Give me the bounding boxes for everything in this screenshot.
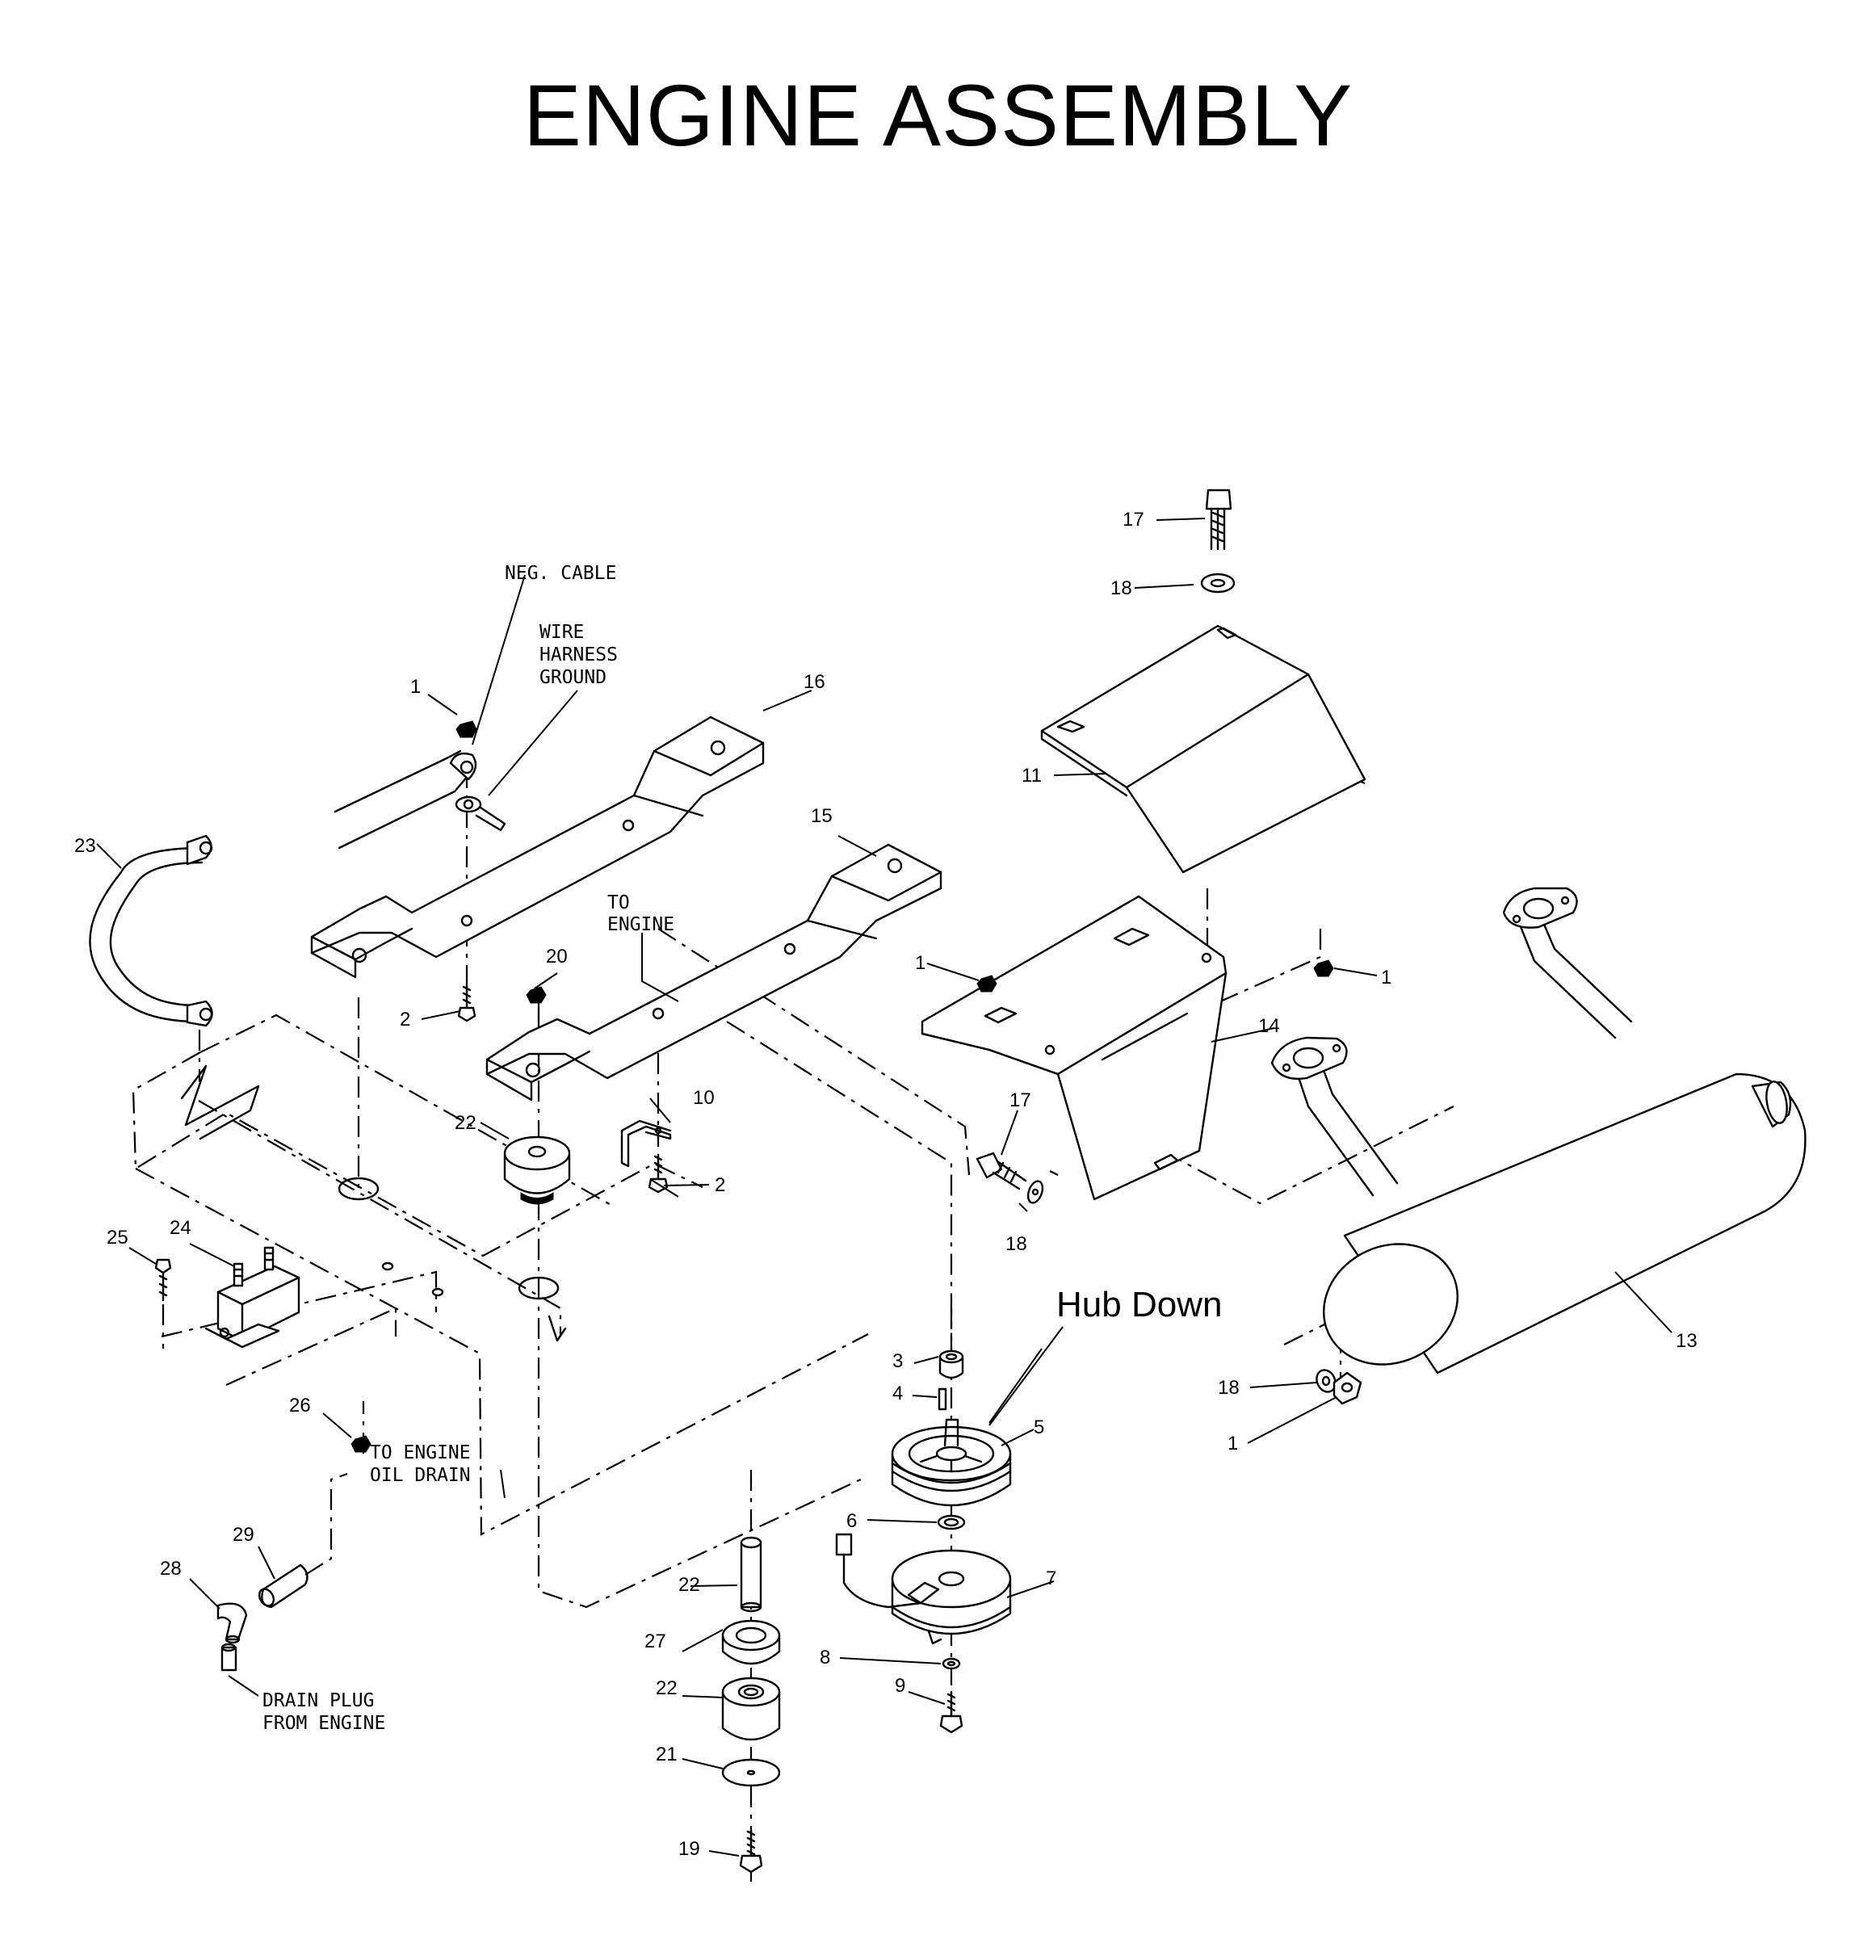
part-18-washer-muffler bbox=[1316, 1369, 1337, 1393]
part-1-nut-shield-left bbox=[976, 975, 997, 993]
part-9-bolt bbox=[939, 1690, 963, 1734]
callout-17-side: 17 bbox=[1009, 1089, 1031, 1111]
part-28-elbow bbox=[216, 1602, 248, 1644]
part-16-mounting-bar bbox=[310, 716, 765, 979]
callout-2-right: 2 bbox=[715, 1174, 725, 1196]
callout-22-lower-tube: 22 bbox=[678, 1574, 700, 1596]
callout-6: 6 bbox=[846, 1510, 857, 1532]
callout-20: 20 bbox=[546, 946, 568, 967]
callout-26: 26 bbox=[289, 1395, 311, 1416]
label-wire-harness-3: GROUND bbox=[539, 667, 606, 688]
callout-8: 8 bbox=[820, 1647, 830, 1668]
part-5-pulley bbox=[891, 1418, 1012, 1507]
part-1-nut-shield-right bbox=[1313, 959, 1334, 977]
part-2-bolt-left bbox=[457, 984, 476, 1022]
leader-lines bbox=[96, 518, 1672, 1857]
callout-1-top-left: 1 bbox=[410, 676, 421, 698]
part-22-spacer-tube bbox=[740, 1536, 762, 1613]
callout-19: 19 bbox=[678, 1838, 700, 1860]
label-wire-harness-2: HARNESS bbox=[539, 644, 618, 665]
callout-28: 28 bbox=[160, 1558, 182, 1580]
label-to-engine-2: ENGINE bbox=[607, 914, 674, 935]
part-1-nut-muffler bbox=[1333, 1371, 1362, 1405]
callout-2-left: 2 bbox=[400, 1009, 410, 1030]
note-labels: NEG. CABLE WIRE HARNESS GROUND TO ENGINE… bbox=[262, 563, 1222, 1734]
drain-plug bbox=[220, 1643, 237, 1672]
callout-11: 11 bbox=[1022, 765, 1042, 787]
label-to-engine-oil-2: OIL DRAIN bbox=[370, 1465, 471, 1486]
callout-22-lower-mount: 22 bbox=[656, 1677, 678, 1699]
part-18-washer-side bbox=[1026, 1180, 1044, 1204]
callout-18-muffler: 18 bbox=[1218, 1377, 1240, 1399]
part-25-bolt bbox=[154, 1258, 172, 1302]
negative-cable bbox=[334, 749, 506, 850]
part-27-washer bbox=[721, 1619, 781, 1665]
label-to-engine-oil-1: TO ENGINE bbox=[370, 1442, 471, 1463]
label-drain-plug-1: DRAIN PLUG bbox=[262, 1690, 374, 1711]
part-14-heat-shield bbox=[921, 895, 1228, 1201]
callout-29: 29 bbox=[233, 1524, 254, 1546]
part-22-upper-mount bbox=[503, 1135, 571, 1205]
callout-18-side: 18 bbox=[1005, 1233, 1027, 1255]
callout-3: 3 bbox=[892, 1350, 903, 1372]
callout-16: 16 bbox=[804, 671, 825, 693]
part-8-washer bbox=[942, 1657, 961, 1670]
part-24-solenoid bbox=[204, 1246, 300, 1349]
label-to-engine-1: TO bbox=[607, 892, 630, 913]
callout-23: 23 bbox=[74, 835, 96, 857]
part-10-bracket bbox=[620, 1119, 672, 1168]
callout-5: 5 bbox=[1034, 1416, 1044, 1438]
callout-15: 15 bbox=[811, 805, 833, 827]
callout-14: 14 bbox=[1258, 1015, 1280, 1037]
part-11-top-shield bbox=[1040, 624, 1366, 874]
callout-9: 9 bbox=[895, 1675, 905, 1697]
callout-1-muffler: 1 bbox=[1228, 1433, 1238, 1454]
callout-13: 13 bbox=[1676, 1330, 1698, 1352]
part-29-hose bbox=[258, 1472, 348, 1609]
part-20-nut bbox=[526, 986, 547, 1004]
callout-25: 25 bbox=[107, 1227, 128, 1249]
part-2-bolt-right bbox=[648, 1153, 669, 1194]
label-hub-down: Hub Down bbox=[1056, 1285, 1222, 1324]
callout-21: 21 bbox=[656, 1744, 678, 1765]
part-7-clutch bbox=[835, 1533, 1012, 1645]
callout-numbers: 17 18 11 15 16 1 1 14 17 18 13 18 1 3 4 … bbox=[74, 509, 1698, 1860]
callout-17-top: 17 bbox=[1123, 509, 1144, 531]
part-18-washer-top bbox=[1200, 573, 1236, 594]
part-17-bolt-side bbox=[976, 1152, 1027, 1190]
part-22-lower-mount bbox=[721, 1677, 781, 1741]
callout-24: 24 bbox=[170, 1217, 191, 1239]
part-26-nut bbox=[350, 1435, 371, 1453]
page-title: ENGINE ASSEMBLY bbox=[523, 66, 1353, 164]
label-drain-plug-2: FROM ENGINE bbox=[262, 1713, 385, 1734]
frame-plate bbox=[180, 1064, 567, 1342]
callout-10: 10 bbox=[693, 1087, 715, 1109]
part-19-bolt bbox=[739, 1828, 763, 1874]
part-1-nut-top-left bbox=[455, 720, 477, 738]
callout-1-shield-right: 1 bbox=[1381, 967, 1391, 988]
callout-22-upper: 22 bbox=[455, 1112, 476, 1134]
part-3-spacer bbox=[938, 1349, 964, 1379]
part-15-mounting-bar bbox=[485, 843, 942, 1102]
part-21-washer bbox=[721, 1758, 781, 1787]
part-6-washer bbox=[937, 1514, 966, 1530]
callout-27: 27 bbox=[644, 1631, 666, 1652]
callout-4: 4 bbox=[892, 1383, 903, 1404]
part-13-muffler bbox=[1270, 887, 1807, 1375]
part-4-key bbox=[938, 1387, 947, 1411]
part-17-bolt-top bbox=[1205, 489, 1232, 551]
part-23-battery-cable bbox=[89, 834, 213, 1027]
callout-1-shield-left: 1 bbox=[915, 952, 925, 974]
label-neg-cable: NEG. CABLE bbox=[505, 563, 616, 584]
callout-18-top: 18 bbox=[1110, 577, 1132, 599]
callout-7: 7 bbox=[1046, 1568, 1056, 1589]
label-wire-harness-1: WIRE bbox=[539, 622, 584, 643]
